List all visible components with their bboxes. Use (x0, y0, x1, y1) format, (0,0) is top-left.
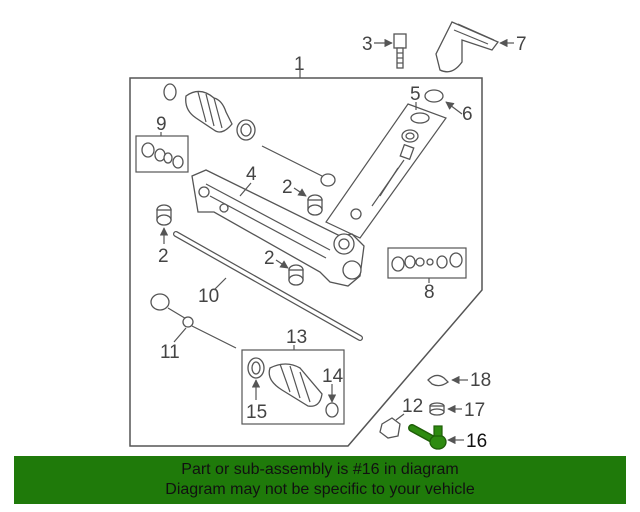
part-6-o-ring (424, 89, 444, 103)
info-banner: Part or sub-assembly is #16 in diagram D… (14, 456, 626, 504)
assembly-frame (129, 77, 483, 447)
part-11-inner-tie-rod (150, 293, 237, 349)
label-part-4: 4 (246, 164, 257, 185)
part-9-seals (141, 142, 184, 169)
parts-diagram: 1 3 7 9 (129, 21, 527, 452)
label-part-7: 7 (516, 34, 527, 55)
part-2-bushing-b (156, 204, 172, 226)
label-part-2c: 2 (264, 248, 275, 269)
part-8-group-box (387, 247, 467, 279)
label-part-6: 6 (462, 104, 473, 125)
part-inner-tie-rod-top (261, 145, 336, 187)
label-part-18: 18 (470, 370, 491, 391)
label-part-9: 9 (156, 114, 167, 135)
label-part-11: 11 (160, 342, 180, 363)
label-part-15: 15 (246, 402, 267, 423)
part-2-bushing-c (288, 264, 304, 286)
part-10-rack-bar (173, 231, 363, 341)
part-3-bolt (393, 33, 407, 69)
label-part-8: 8 (424, 282, 435, 303)
label-part-1: 1 (294, 54, 305, 75)
label-part-12: 12 (402, 396, 423, 417)
part-2-bushing-a (307, 194, 323, 216)
label-part-16: 16 (466, 431, 487, 452)
part-17-cap (429, 402, 445, 416)
part-16-outer-tie-rod-end[interactable] (408, 424, 447, 450)
part-5-group-box (325, 103, 447, 239)
part-18-clip (427, 374, 449, 387)
label-part-10: 10 (198, 286, 219, 307)
label-part-17: 17 (464, 400, 485, 421)
part-7-mount-bracket (435, 21, 500, 73)
part-13-group-box (241, 349, 345, 425)
label-part-13: 13 (286, 327, 307, 348)
part-13-boot-kit (247, 357, 339, 418)
part-4-rack-housing (191, 169, 365, 287)
banner-line-2: Diagram may not be specific to your vehi… (165, 481, 475, 498)
part-9-group-box (135, 135, 189, 173)
label-part-2b: 2 (158, 246, 169, 267)
label-part-14: 14 (322, 366, 344, 387)
part-boot-top-left (163, 83, 256, 141)
label-part-3: 3 (362, 34, 373, 55)
banner-line-1: Part or sub-assembly is #16 in diagram (181, 461, 459, 478)
label-part-5: 5 (410, 84, 421, 105)
part-12-nut (379, 417, 401, 439)
part-8-seal-kit (391, 252, 463, 272)
label-part-2a: 2 (282, 177, 293, 198)
part-5-pinion (350, 112, 430, 220)
